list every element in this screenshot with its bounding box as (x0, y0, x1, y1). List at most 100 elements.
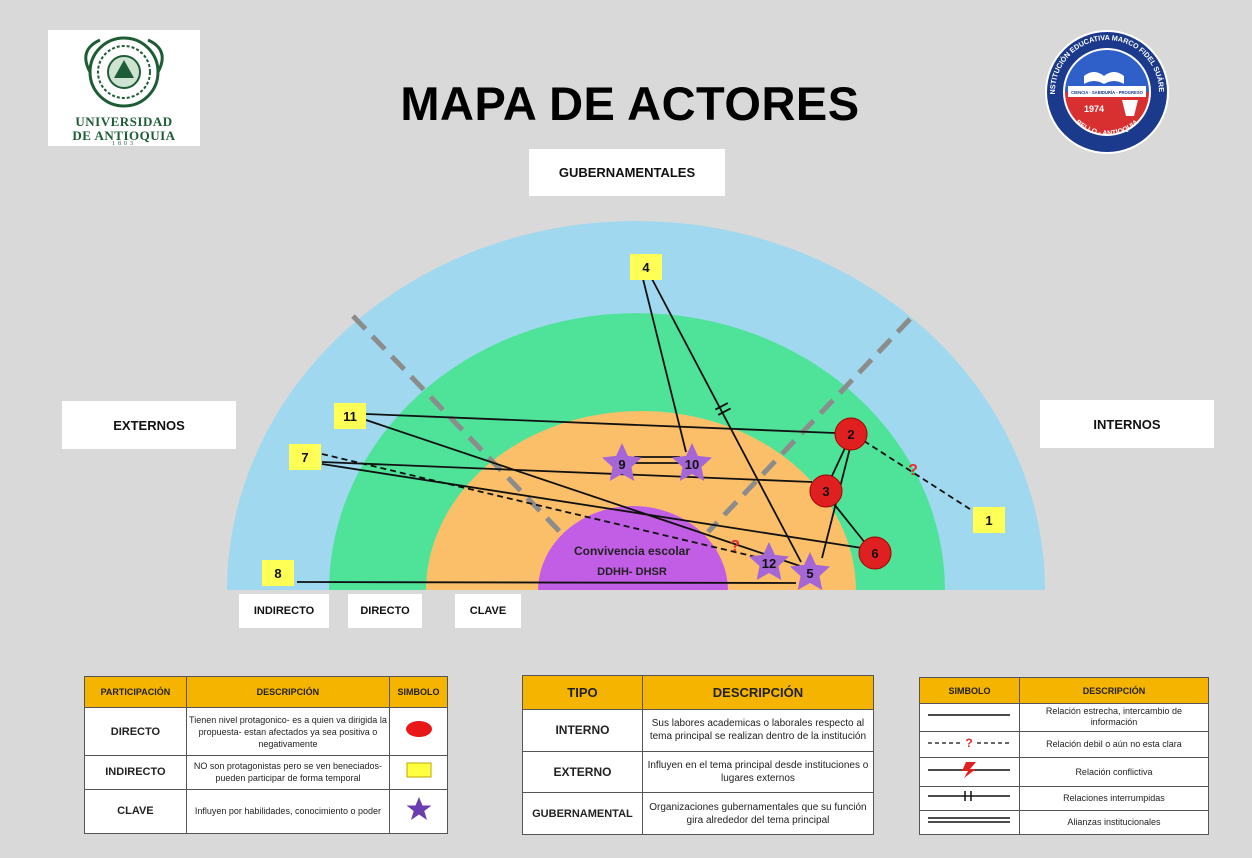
star-actor-icon (602, 443, 642, 481)
header-simbolo: SIMBOLO (919, 677, 1020, 704)
actor-8: 8 (262, 560, 294, 586)
row-desc: Relaciones interrumpidas (1018, 785, 1210, 811)
actor-10: 10 (672, 443, 712, 481)
relation-4-5 (651, 278, 802, 563)
universidad-de-antioquia-logo: UNIVERSIDAD DE ANTIOQUIA 1803 (48, 30, 200, 147)
question-mark-icon: ? (730, 538, 740, 555)
interrupted-line-icon (928, 790, 1011, 801)
row-desc: Organizaciones gubernamentales que su fu… (641, 792, 875, 835)
actor-5: 5 (790, 552, 830, 590)
header-descripcion: DESCRIPCIÓN (185, 676, 391, 708)
actor-7: 7 (289, 444, 321, 470)
row-desc: Relación debil o aún no esta clara (1018, 730, 1210, 759)
header-participacion: PARTICIPACIÓN (84, 676, 187, 708)
row-desc: Tienen nivel protagonico- es a quien va … (185, 706, 391, 757)
row-name: GUBERNAMENTAL (522, 792, 643, 835)
table-row: Relaciones interrumpidas (919, 785, 1210, 811)
relation-2-1 (863, 440, 977, 514)
actor-6: 6 (858, 536, 892, 570)
table-row: GUBERNAMENTAL Organizaciones gubernament… (522, 792, 875, 835)
participation-legend-table: PARTICIPACIÓN DESCRIPCIÓN SIMBOLO DIRECT… (84, 676, 448, 835)
page-title: MAPA DE ACTORES (400, 77, 860, 130)
svg-text:?: ? (966, 736, 973, 750)
school-logo: CIENCIA - SABIDURÍA - PROGRESO 1974 INST… (1040, 28, 1169, 154)
actor-3: 3 (809, 474, 843, 508)
table-row: DIRECTO Tienen nivel protagonico- es a q… (84, 706, 448, 757)
header-descripcion: DESCRIPCIÓN (641, 675, 875, 710)
square-actor-icon (262, 560, 294, 586)
table-header-row: SIMBOLO DESCRIPCIÓN (919, 677, 1210, 704)
actor-1: 1 (973, 507, 1005, 533)
actor-label: 4 (642, 260, 650, 275)
solid-line-icon (928, 714, 1011, 716)
logo-line1: UNIVERSIDAD (75, 114, 173, 129)
relation-11-5 (365, 419, 801, 567)
logo-motto: CIENCIA - SABIDURÍA - PROGRESO (1071, 90, 1144, 95)
shield-icon (1122, 100, 1138, 116)
label-indirecto: INDIRECTO (239, 594, 329, 628)
actor-9: 9 (602, 443, 642, 481)
table-header-row: PARTICIPACIÓN DESCRIPCIÓN SIMBOLO (84, 676, 448, 708)
circle-actor-icon (858, 536, 892, 570)
relation-2-3 (830, 447, 846, 479)
actor-label: 3 (822, 484, 829, 499)
actor-2: 2 (834, 417, 868, 451)
table-row: ? Relación debil o aún no esta clara (919, 730, 1210, 759)
header-descripcion: DESCRIPCIÓN (1018, 677, 1210, 704)
logo-year-right: 1974 (1084, 104, 1104, 114)
actor-label: 7 (301, 450, 308, 465)
relation-7-6 (321, 463, 863, 549)
circle-actor-icon (834, 417, 868, 451)
center-line1: Convivencia escolar (574, 544, 690, 558)
label-gubernamentales: GUBERNAMENTALES (529, 149, 725, 196)
actor-label: 1 (985, 513, 992, 528)
yellow-square-icon (406, 762, 432, 778)
row-desc: Alianzas institucionales (1018, 809, 1210, 836)
row-name: DIRECTO (84, 706, 187, 757)
relation-7-12 (321, 453, 757, 558)
divider-right (706, 317, 912, 534)
square-actor-icon (289, 444, 321, 470)
square-actor-icon (334, 403, 366, 429)
actor-label: 11 (343, 409, 357, 424)
actor-label: 10 (685, 457, 699, 472)
ring-clave (426, 411, 856, 591)
actor-12: 12 (749, 542, 789, 580)
table-header-row: TIPO DESCRIPCIÓN (522, 675, 875, 710)
logo-line2: DE ANTIOQUIA (72, 128, 176, 143)
table-row: Relación conflictiva (919, 757, 1210, 787)
actor-label: 2 (847, 427, 854, 442)
double-line-icon (928, 817, 1011, 823)
relation-7-3 (321, 461, 813, 483)
actor-label: 9 (618, 457, 625, 472)
center-topic (538, 506, 728, 591)
square-actor-icon (973, 507, 1005, 533)
row-desc: NO son protagonistas pero se ven benecia… (185, 755, 391, 790)
label-clave: CLAVE (455, 594, 521, 628)
dashed-question-line-icon: ? (928, 734, 1011, 750)
row-name: INDIRECTO (84, 755, 187, 790)
divider-left (351, 314, 565, 537)
star-actor-icon (749, 542, 789, 580)
row-desc: Influyen en el tema principal desde inst… (641, 750, 875, 794)
relation-4-10 (642, 278, 687, 453)
label-internos: INTERNOS (1040, 400, 1214, 448)
row-desc: Influyen por habilidades, conocimiento o… (185, 788, 391, 835)
interrupt-tick-1 (717, 407, 732, 416)
actor-label: 6 (871, 546, 878, 561)
red-circle-icon (405, 721, 432, 738)
table-row: INDIRECTO NO son protagonistas pero se v… (84, 755, 448, 790)
actor-label: 8 (274, 566, 281, 581)
actor-4: 4 (630, 254, 662, 280)
row-name: CLAVE (84, 788, 187, 835)
label-externos: EXTERNOS (62, 401, 236, 449)
lightning-line-icon (928, 761, 1011, 778)
question-mark-icon: ? (908, 462, 918, 479)
interrupt-tick-0 (714, 402, 729, 411)
header-simbolo: SIMBOLO (389, 676, 448, 708)
university-seal-icon (84, 36, 164, 108)
star-actor-icon (790, 552, 830, 590)
actor-label: 5 (806, 566, 813, 581)
